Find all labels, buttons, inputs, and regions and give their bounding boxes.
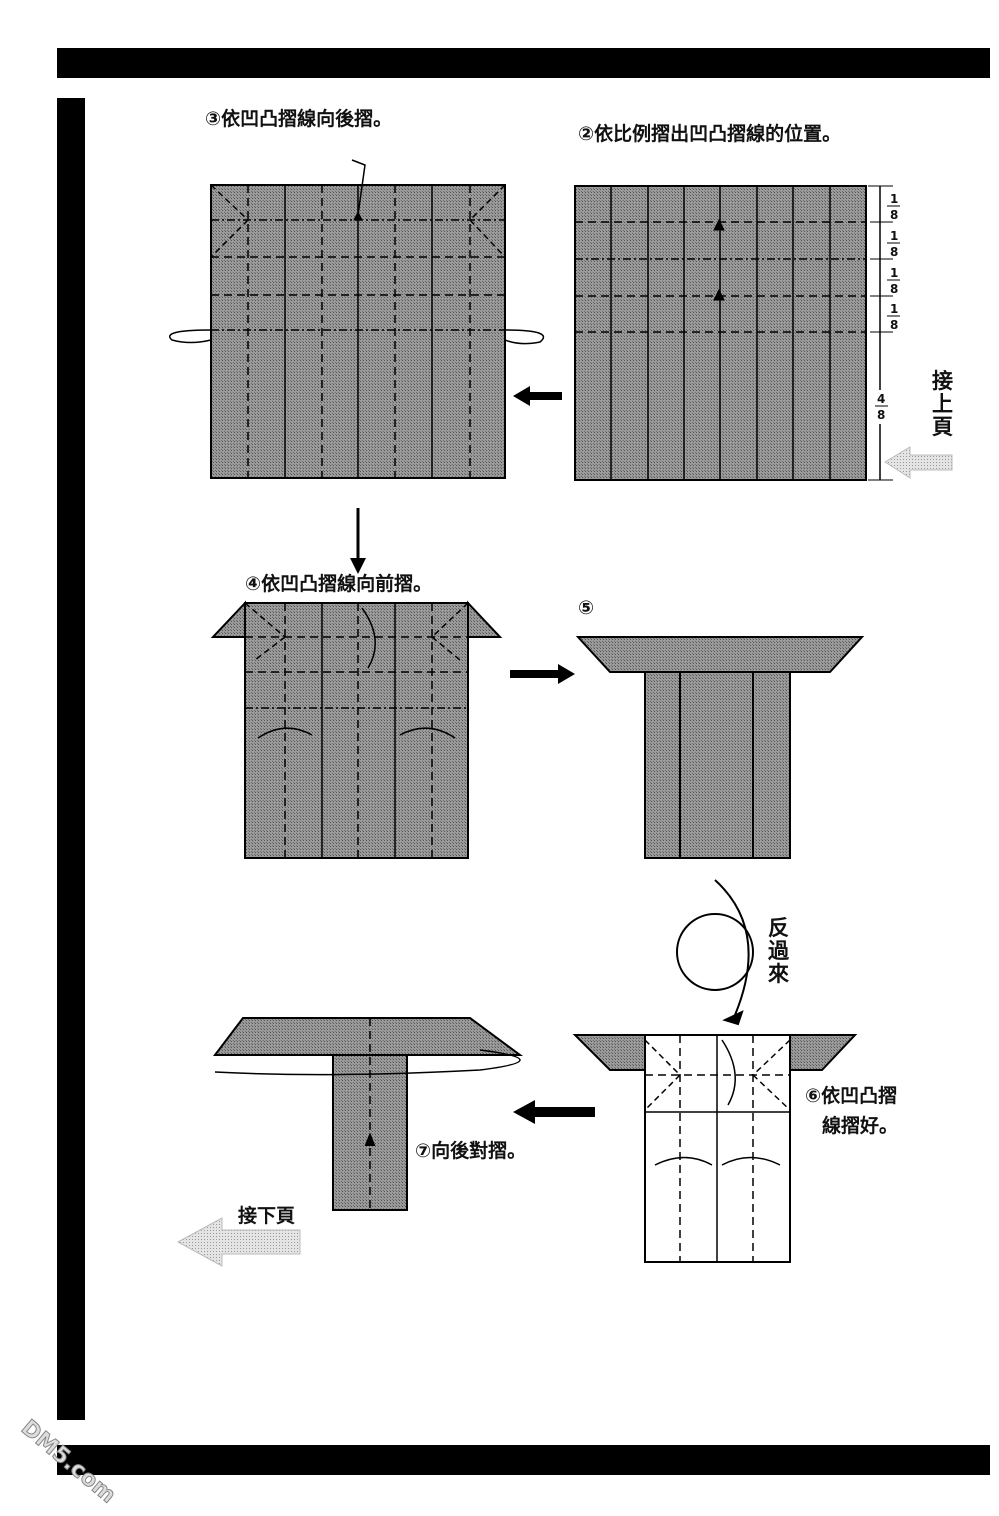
continue-prev-arrow (884, 446, 953, 479)
step7-label: ⑦向後對摺。 (415, 1139, 526, 1162)
fraction-1: 18 (887, 192, 900, 222)
svg-text:8: 8 (890, 318, 898, 332)
svg-text:1: 1 (890, 302, 898, 316)
svg-text:4: 4 (877, 392, 885, 406)
continue-prev-label: 接 上 頁 (932, 369, 953, 439)
step4-diagram (210, 600, 503, 859)
step3-diagram (169, 159, 545, 479)
continue-next-arrow (176, 1217, 301, 1267)
svg-text:來: 來 (768, 962, 789, 986)
step3-label: ③依凹凸摺線向後摺。 (205, 107, 392, 130)
step5-diagram (575, 636, 865, 859)
arrow-left-1 (513, 386, 562, 406)
svg-text:8: 8 (890, 208, 898, 222)
step6-label-line1: ⑥依凹凸摺 (805, 1084, 897, 1107)
arrow-down (350, 508, 366, 574)
top-bar (57, 48, 990, 78)
svg-text:8: 8 (890, 282, 898, 296)
svg-text:8: 8 (890, 245, 898, 259)
arrow-right (510, 664, 575, 684)
svg-text:接: 接 (932, 369, 953, 393)
step6-label-line2: 線摺好。 (822, 1114, 898, 1137)
left-bar (57, 98, 85, 1420)
svg-text:上: 上 (932, 392, 953, 416)
svg-text:過: 過 (768, 939, 790, 963)
fraction-4: 18 (887, 302, 900, 332)
fraction-3: 18 (887, 266, 900, 296)
svg-text:1: 1 (890, 266, 898, 280)
svg-text:1: 1 (890, 229, 898, 243)
step6-diagram (572, 1034, 858, 1263)
svg-text:反: 反 (768, 916, 789, 940)
step4-label: ④依凹凸摺線向前摺。 (245, 572, 432, 595)
turn-over-label: 反 過 來 (768, 916, 790, 986)
svg-text:頁: 頁 (932, 415, 953, 439)
step7-diagram (212, 1017, 524, 1211)
step2-label: ②依比例摺出凹凸摺線的位置。 (578, 122, 841, 145)
step5-label: ⑤ (578, 597, 594, 619)
step2-diagram (574, 185, 893, 481)
fraction-5: 48 (874, 390, 890, 424)
bottom-bar (57, 1445, 990, 1475)
svg-text:8: 8 (877, 408, 885, 422)
continue-next-label: 接下頁 (238, 1205, 295, 1227)
arrow-left-2 (513, 1100, 595, 1124)
svg-text:1: 1 (890, 192, 898, 206)
fraction-2: 18 (887, 229, 900, 259)
turn-over-icon (676, 879, 754, 1026)
